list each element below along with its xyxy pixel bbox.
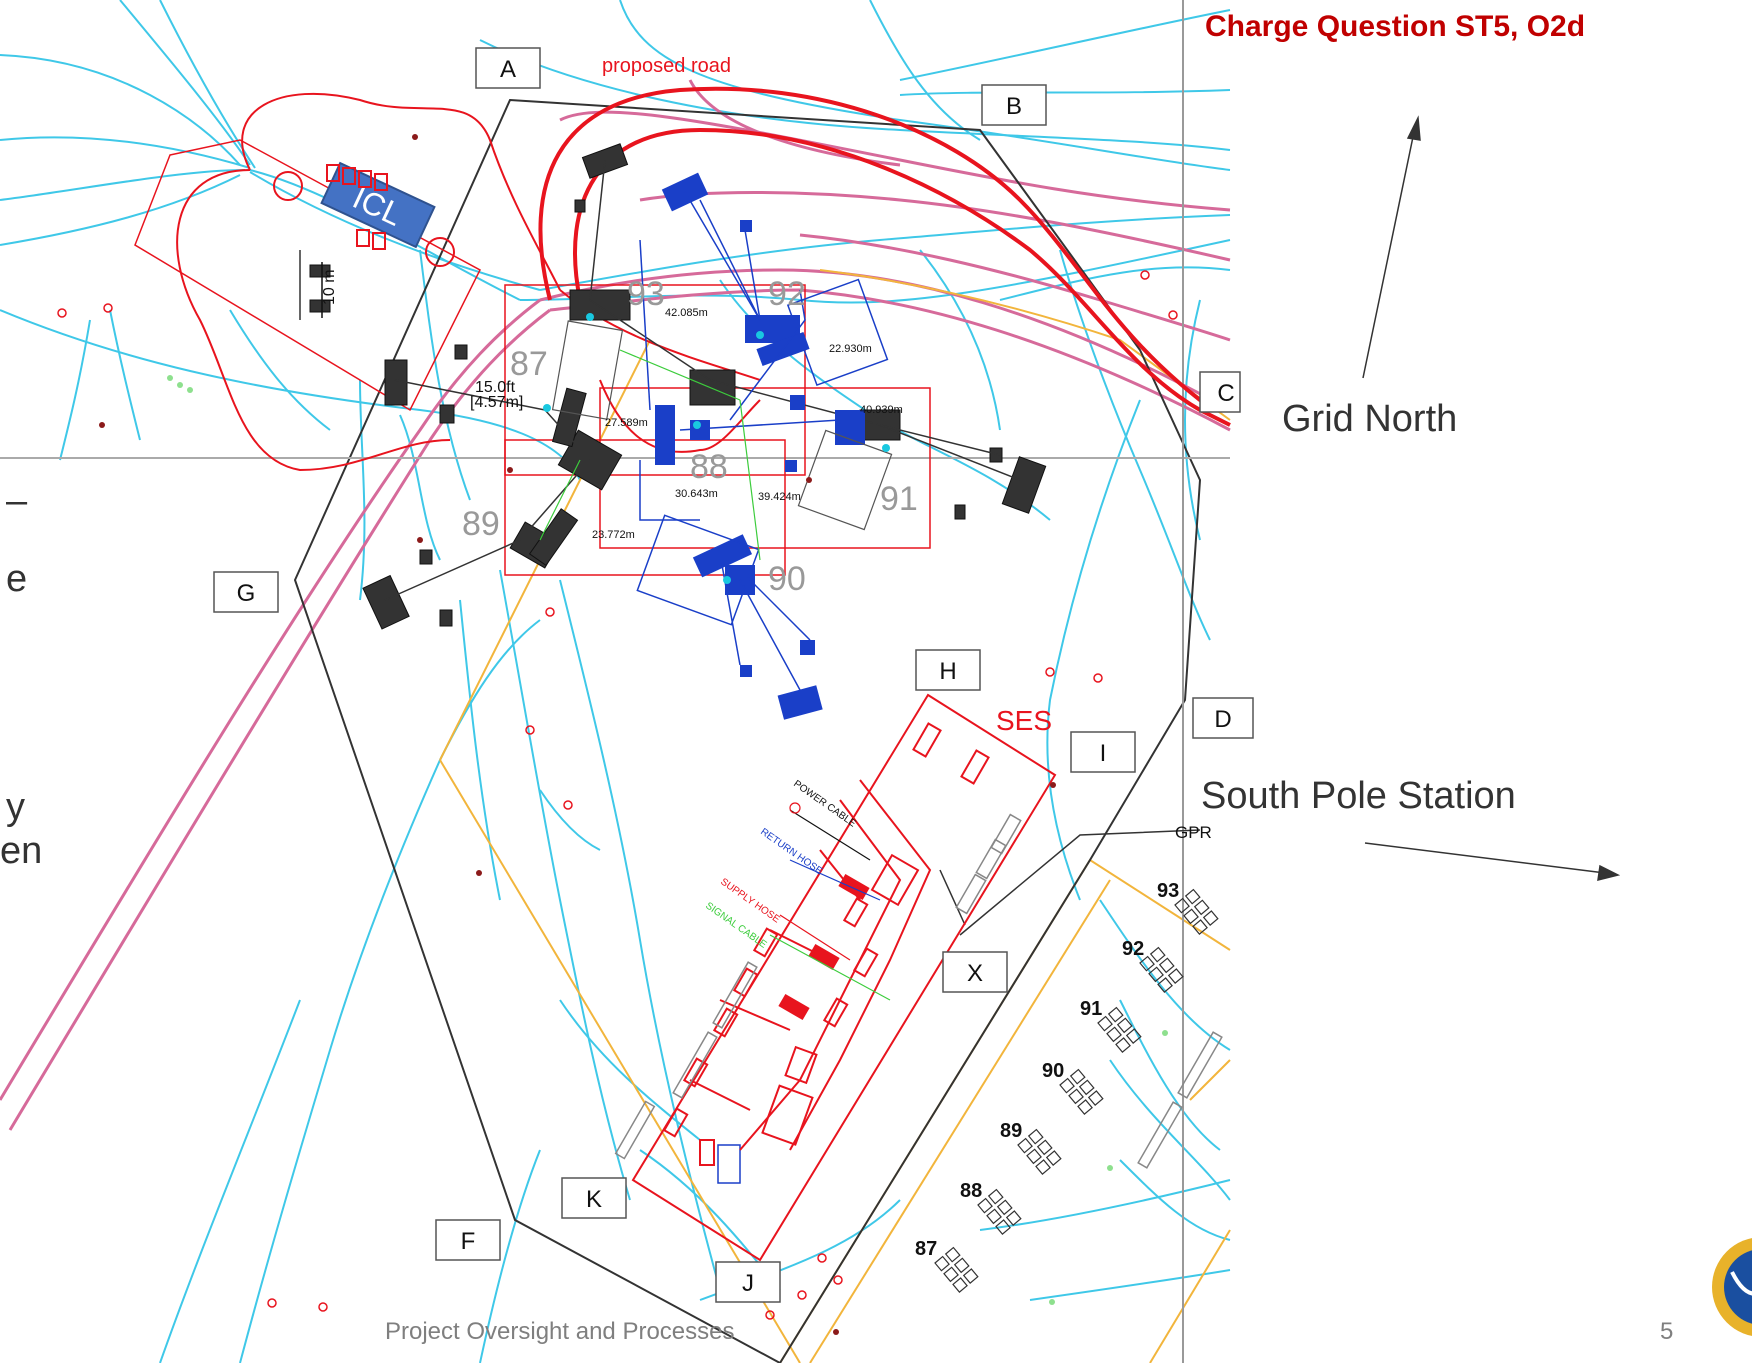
area-label-b: B [1006,93,1022,120]
measure-1: 42.085m [665,307,708,319]
measure-7: 23.772m [592,529,635,541]
return-hose-label: RETURN HOSE [758,826,824,877]
area-labels: A B C D F G H I J K X [213,47,1254,1303]
dark-dots [99,134,1056,1335]
footer-text: Project Oversight and Processes [385,1318,735,1345]
icl-building: ICL [273,161,455,267]
site-number-90: 90 [768,560,806,598]
pink-roads [0,79,1231,1131]
dim-ft: 15.0ft [475,379,516,396]
row-92: 92 [1122,938,1144,960]
left-text-fragment-1: – [6,480,28,522]
ses-area: SES [614,693,1223,1262]
area-label-a: A [500,56,516,83]
site-number-87: 87 [510,345,548,383]
area-label-k: K [586,1186,602,1213]
site-number-93: 93 [627,275,665,313]
site-number-91: 91 [880,480,918,518]
ten-m-label: 10 m [321,269,338,305]
area-label-h: H [939,658,956,685]
dim-m: [4.57m] [470,394,523,411]
cyan-markers [543,313,890,584]
annotation-arrows [1362,115,1621,881]
measure-2: 22.930m [829,343,872,355]
nsf-logo [1712,1238,1752,1336]
left-text-fragment-2: e [6,558,28,600]
area-label-c: C [1217,380,1234,407]
row-88: 88 [960,1180,982,1202]
row-90: 90 [1042,1060,1064,1082]
measure-5: 30.643m [675,488,718,500]
left-text-fragment-3: y [6,786,25,828]
site-number-92: 92 [768,275,806,313]
grey-outlines [551,320,893,531]
area-label-g: G [237,580,256,607]
ses-label: SES [996,705,1052,736]
charge-question-title: Charge Question ST5, O2d [1205,10,1586,43]
site-boundary [293,98,1202,1363]
row-91: 91 [1080,998,1102,1020]
measurements: 42.085m 22.930m 27.589m 40.939m 30.643m … [592,307,903,541]
cad-equipment-black [309,143,1047,630]
row-numbers: 93 92 91 90 89 88 87 [915,880,1179,1260]
area-label-x: X [967,960,983,987]
measure-3: 27.589m [605,417,648,429]
area-label-i: I [1100,740,1107,767]
site-number-88: 88 [690,448,728,486]
page-number: 5 [1660,1318,1674,1345]
proposed-road-label: proposed road [602,55,731,77]
row-grids [934,888,1219,1293]
area-label-f: F [461,1228,476,1255]
area-label-d: D [1214,706,1231,733]
left-text-fragment-4: en [0,830,43,872]
green-dots [167,375,1168,1305]
cad-equipment-blue [636,172,889,1184]
grid-north-label: Grid North [1282,398,1458,440]
small-markers [57,270,1178,1320]
gpr-label: GPR [1175,823,1212,842]
row-87: 87 [915,1238,937,1260]
row-93: 93 [1157,880,1179,902]
row-89: 89 [1000,1120,1022,1142]
dimension-label: 15.0ft [4.57m] [470,379,523,411]
area-label-j: J [742,1270,754,1297]
site-number-89: 89 [462,505,500,543]
power-cable-label: POWER CABLE [791,778,858,829]
site-numbers: 93 92 87 88 91 89 90 [462,275,918,598]
measure-6: 39.424m [758,491,801,503]
ten-m-scale: 10 m [321,262,338,318]
south-pole-station-label: South Pole Station [1201,775,1516,817]
green-lines [539,349,761,561]
measure-4: 40.939m [860,404,903,416]
